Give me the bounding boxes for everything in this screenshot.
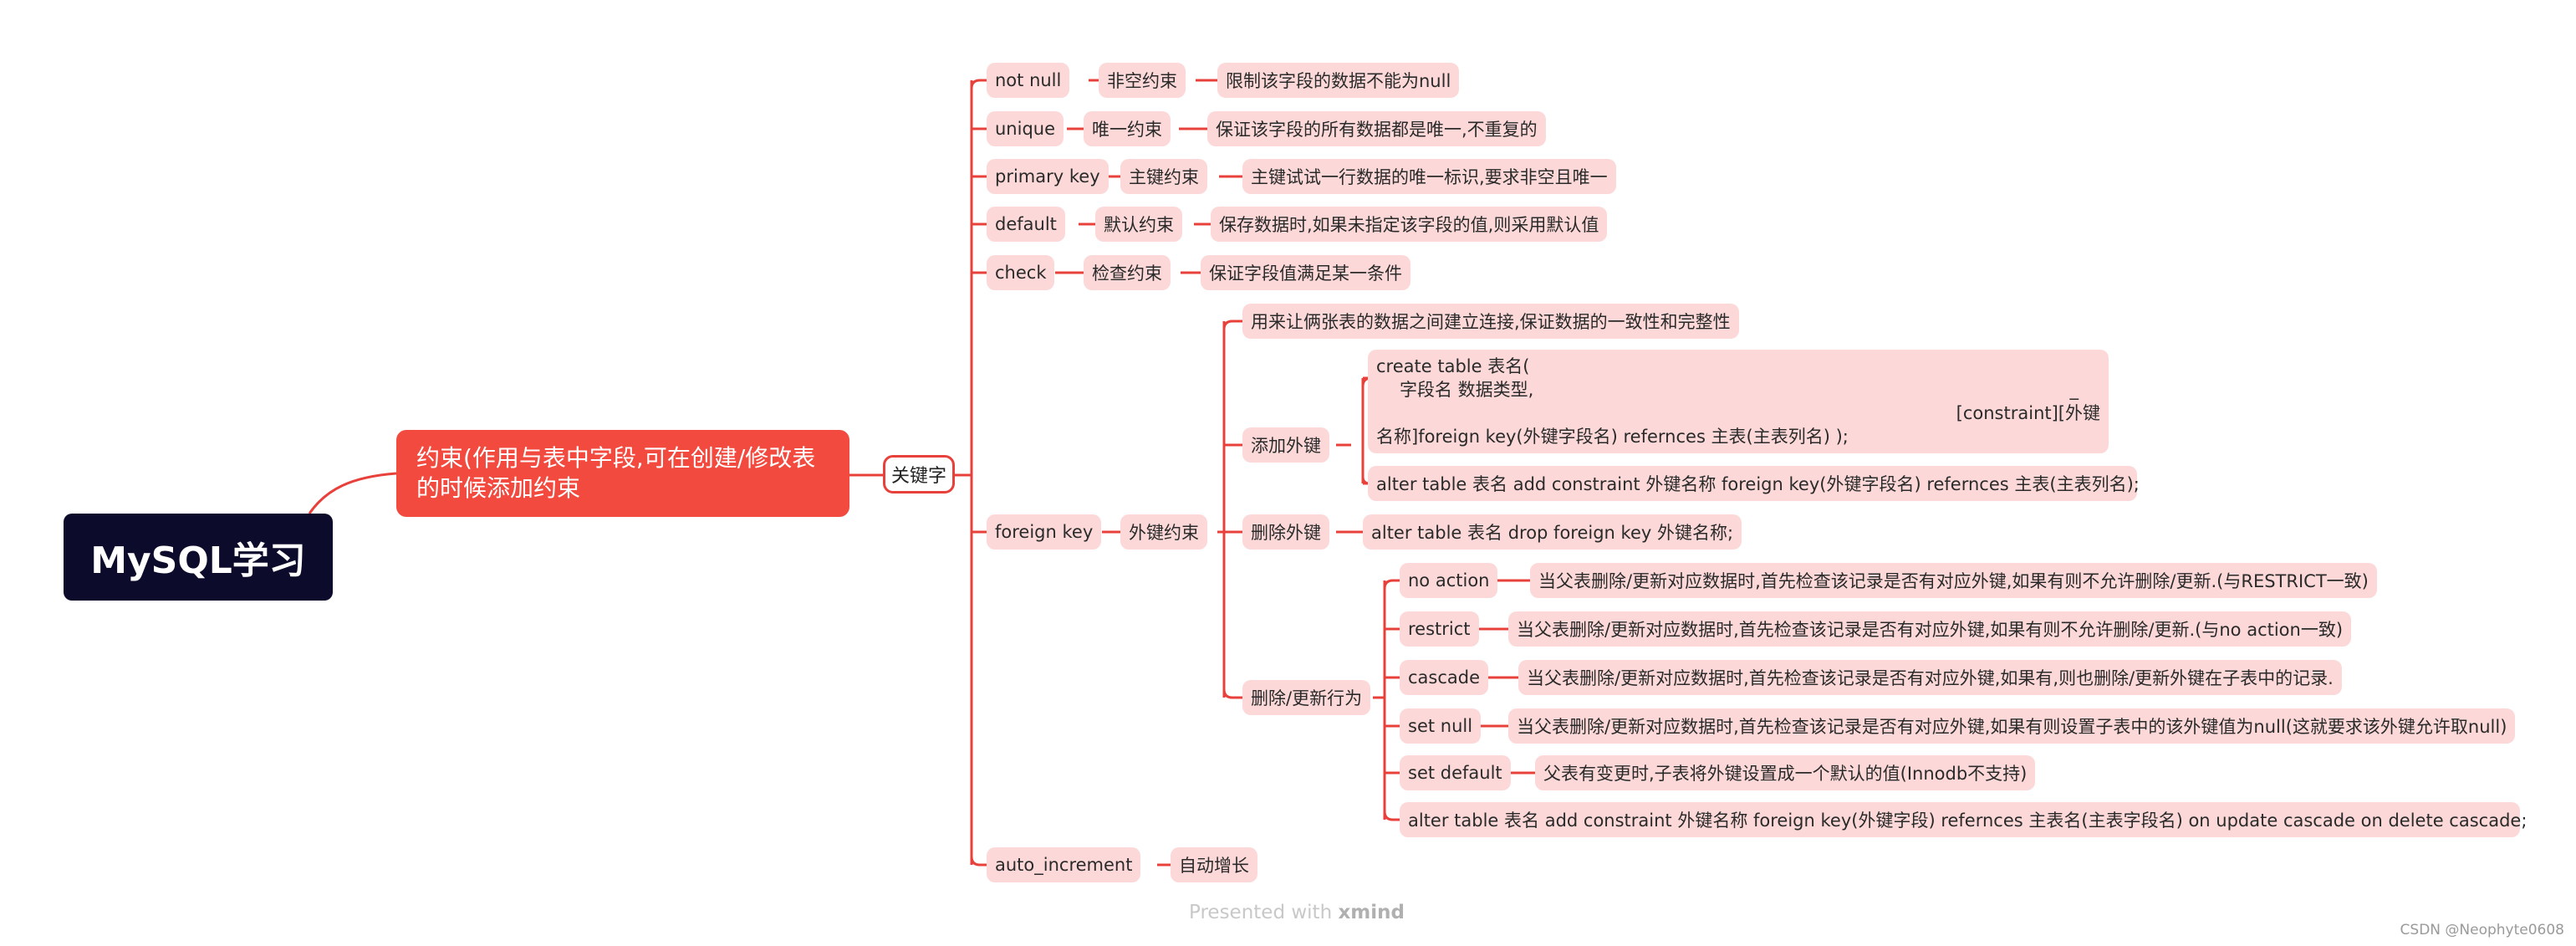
- drop-foreign-key-sql[interactable]: alter table 表名 drop foreign key 外键名称;: [1363, 514, 1742, 550]
- drop-foreign-key-topic[interactable]: 删除外键: [1242, 514, 1329, 550]
- behavior-no-action[interactable]: no action: [1400, 563, 1498, 598]
- create-line-2-row: 字段名 数据类型, _: [1376, 378, 2100, 401]
- csdn-watermark: CSDN @Neophyte0608: [2400, 922, 2564, 938]
- desc-unique[interactable]: 保证该字段的所有数据都是唯一,不重复的: [1207, 111, 1546, 146]
- desc-not-null[interactable]: 限制该字段的数据不能为null: [1217, 63, 1460, 98]
- behavior-restrict-desc[interactable]: 当父表删除/更新对应数据时,首先检查该记录是否有对应外键,如果有则不允许删除/更…: [1508, 611, 2352, 647]
- key-check[interactable]: check: [987, 255, 1055, 290]
- add-foreign-key-topic[interactable]: 添加外键: [1242, 427, 1329, 463]
- create-line-2: 字段名 数据类型,: [1400, 380, 1534, 400]
- create-line-4: 名称]foreign key(外键字段名) refernces 主表(主表列名)…: [1376, 427, 1849, 447]
- key-primary-key[interactable]: primary key: [987, 159, 1109, 194]
- xmind-brand: xmind: [1338, 902, 1405, 923]
- behavior-restrict[interactable]: restrict: [1400, 611, 1479, 647]
- desc-check[interactable]: 保证字段值满足某一条件: [1201, 255, 1410, 290]
- name-auto-increment[interactable]: 自动增长: [1171, 847, 1257, 882]
- create-line-3: [constraint][外键: [1956, 403, 2100, 423]
- root-topic[interactable]: MySQL学习: [64, 514, 333, 601]
- keyword-topic[interactable]: 关键字: [883, 455, 955, 493]
- behavior-set-default-desc[interactable]: 父表有变更时,子表将外键设置成一个默认的值(Innodb不支持): [1535, 755, 2036, 790]
- key-auto-increment[interactable]: auto_increment: [987, 847, 1141, 882]
- delete-update-behavior-topic[interactable]: 删除/更新行为: [1242, 680, 1371, 715]
- behavior-no-action-desc[interactable]: 当父表删除/更新对应数据时,首先检查该记录是否有对应外键,如果有则不允许删除/更…: [1530, 563, 2377, 598]
- behavior-set-null[interactable]: set null: [1400, 708, 1482, 744]
- desc-primary-key[interactable]: 主键试试一行数据的唯一标识,要求非空且唯一: [1242, 159, 1616, 194]
- behavior-set-null-desc[interactable]: 当父表删除/更新对应数据时,首先检查该记录是否有对应外键,如果有则设置子表中的该…: [1508, 708, 2516, 744]
- main-topic-constraints[interactable]: 约束(作用与表中字段,可在创建/修改表的时候添加约束: [396, 430, 849, 517]
- desc-foreign-key[interactable]: 用来让俩张表的数据之间建立连接,保证数据的一致性和完整性: [1242, 304, 1739, 339]
- name-check[interactable]: 检查约束: [1084, 255, 1171, 290]
- create-dash: _: [2069, 380, 2079, 400]
- key-default[interactable]: default: [987, 207, 1065, 242]
- behavior-set-default[interactable]: set default: [1400, 755, 1511, 790]
- behavior-cascade[interactable]: cascade: [1400, 660, 1489, 695]
- key-unique[interactable]: unique: [987, 111, 1064, 146]
- create-line-1: create table 表名(: [1376, 356, 1530, 376]
- behavior-cascade-desc[interactable]: 当父表删除/更新对应数据时,首先检查该记录是否有对应外键,如果有,则也删除/更新…: [1518, 660, 2342, 695]
- behavior-alter-sql[interactable]: alter table 表名 add constraint 外键名称 forei…: [1400, 802, 2527, 837]
- name-not-null[interactable]: 非空约束: [1099, 63, 1186, 98]
- key-foreign-key[interactable]: foreign key: [987, 514, 1102, 550]
- name-default[interactable]: 默认约束: [1095, 207, 1182, 242]
- name-unique[interactable]: 唯一约束: [1084, 111, 1171, 146]
- presented-with-xmind: Presented with xmind: [1189, 902, 1405, 923]
- key-not-null[interactable]: not null: [987, 63, 1070, 98]
- name-foreign-key[interactable]: 外键约束: [1120, 514, 1207, 550]
- desc-default[interactable]: 保存数据时,如果未指定该字段的值,则采用默认值: [1211, 207, 1608, 242]
- name-primary-key[interactable]: 主键约束: [1120, 159, 1207, 194]
- alter-add-foreign-key-sql[interactable]: alter table 表名 add constraint 外键名称 forei…: [1368, 466, 2140, 501]
- create-table-sql[interactable]: create table 表名( 字段名 数据类型, _ [constraint…: [1368, 350, 2109, 453]
